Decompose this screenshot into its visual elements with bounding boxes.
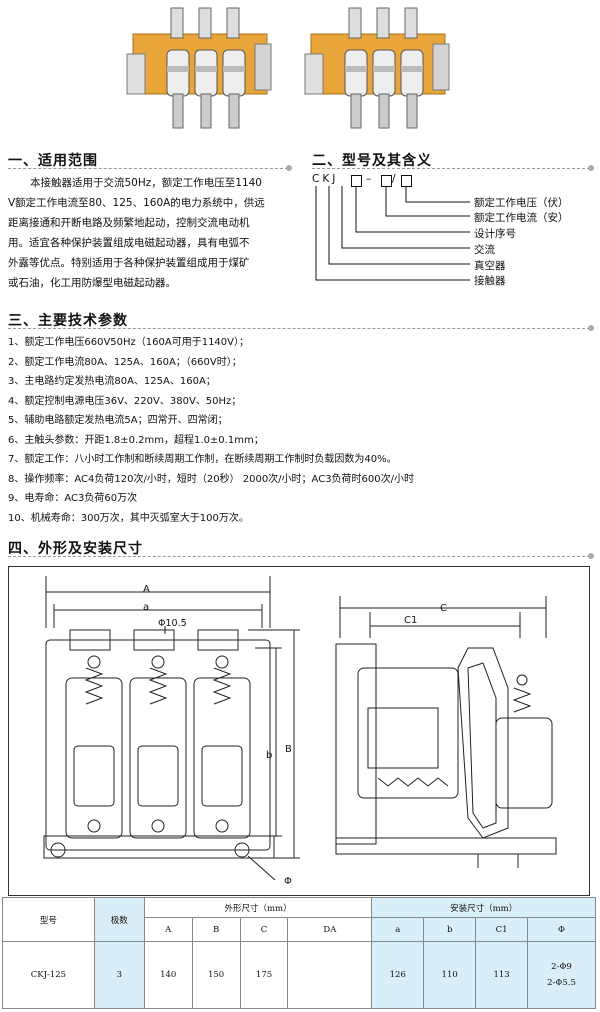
col-C: C [239,917,289,943]
cell-phi-line1: 2-Φ9 [551,962,572,973]
body-line: V额定工作电流至80、125、160A的电力系统中，供远 [8,197,265,209]
section-1-title: 一、适用范围 [8,153,98,169]
section-1-body: 本接触器适用于交流50Hz，额定工作电压至1140 V额定工作电流至80、125… [8,173,280,293]
spec-item: 7、额定工作：八小时工作制和断续周期工作制，在断续周期工作制时负载因数为40%。 [8,454,397,465]
section-1-divider [8,165,292,171]
dim-label-C1: C1 [404,615,418,626]
model-code-slash: / [392,173,399,185]
meaning-label-vacuum: 真空器 [474,260,506,272]
model-code-dash: – [366,173,375,185]
body-line: 本接触器适用于交流50Hz，额定工作电压至1140 [30,177,262,189]
body-line: 用。适宜各种保护装置组成电磁起动器，具有电弧不 [8,237,250,249]
cell-poles: 3 [93,941,145,1009]
cell-C: 175 [239,941,289,1009]
cell-DA [287,941,373,1009]
header-install-dimensions: 安装尺寸（mm） [371,896,596,919]
col-C1: C1 [475,917,529,943]
front-view-drawing [43,576,300,881]
header-poles: 极数 [93,896,145,943]
col-b: b [423,917,477,943]
spec-item: 10、机械寿命：300万次，其中灭弧室大于100万次。 [8,512,249,524]
cell-a: 126 [371,941,425,1009]
cell-b: 110 [423,941,477,1009]
col-phi: Φ [527,917,596,943]
meaning-label-voltage: 额定工作电压（伏） [474,197,569,209]
cell-phi: 2-Φ9 2-Φ5.5 [527,941,596,1009]
meaning-label-contactor: 接触器 [474,275,506,287]
col-DA: DA [287,917,373,943]
dim-label-b: b [266,750,273,761]
col-a: a [371,917,425,943]
cell-B: 150 [191,941,241,1009]
dim-label-a: a [143,602,150,613]
spec-item: 6、主触头参数：开距1.8±0.2mm，超程1.0±0.1mm； [8,434,264,446]
spec-item: 5、辅助电路额定发热电流5A；四常开、四常闭； [8,415,228,426]
contactor-photo-right [304,7,450,129]
spec-item: 9、电寿命：AC3负荷60万次 [8,493,138,504]
cell-model: CKJ-125 [2,941,95,1009]
cell-C1: 113 [475,941,529,1009]
dim-label-C: C [440,603,447,614]
model-code-prefix: CKJ [312,173,339,185]
header-outer-dimensions: 外形尺寸（mm） [143,896,373,919]
meaning-label-ac: 交流 [474,244,495,256]
spec-item: 4、额定控制电源电压36V、220V、380V、50Hz； [8,395,242,407]
dimension-table: 型号 极数 外形尺寸（mm） 安装尺寸（mm） A B C DA a b C1 … [2,896,596,1009]
section-3-divider [8,325,594,331]
body-line: 外露等优点。特别适用于各种保护装置组成用于煤矿 [8,257,250,269]
spec-item: 2、额定工作电流80A、125A、160A；（660V时）； [8,356,242,368]
body-line: 距离接通和开断电路及频繁地起动，控制交流电动机 [8,217,250,229]
cell-A: 140 [143,941,193,1009]
contactor-photo-left [126,7,272,129]
dim-label-hole-diameter: Φ10.5 [158,618,187,629]
meaning-label-current: 额定工作电流（安） [474,212,569,224]
side-view-drawing [335,596,557,868]
header-model: 型号 [2,896,95,943]
spec-item: 3、主电路约定发热电流80A、125A、160A； [8,376,216,387]
dim-label-B: B [285,744,292,755]
section-2-title: 二、型号及其含义 [312,153,432,169]
model-code-leader-lines [315,186,470,281]
body-line: 或石油，化工用防爆型电磁起动器。 [8,277,176,289]
col-B: B [191,917,241,943]
section-4-title: 四、外形及安装尺寸 [8,541,143,557]
dimension-drawing-frame [8,566,590,896]
meaning-label-design-no: 设计序号 [474,228,516,240]
spec-item: 1、额定工作电压660V50Hz（160A可用于1140V）； [8,337,250,348]
spec-list: 1、额定工作电压660V50Hz（160A可用于1140V）； 2、额定工作电流… [8,333,592,528]
dim-label-A: A [143,584,150,595]
table-row: CKJ-125 3 140 150 175 126 110 113 2-Φ9 2… [2,941,596,1009]
spec-item: 8、操作频率：AC4负荷120次/小时，短时（20秒） 2000次/小时；AC3… [8,473,415,485]
col-A: A [143,917,193,943]
cell-phi-line2: 2-Φ5.5 [547,978,576,989]
dim-label-phi: Φ [284,876,292,887]
section-2-divider [312,165,594,171]
section-4-divider [8,553,594,559]
section-3-title: 三、主要技术参数 [8,313,128,329]
